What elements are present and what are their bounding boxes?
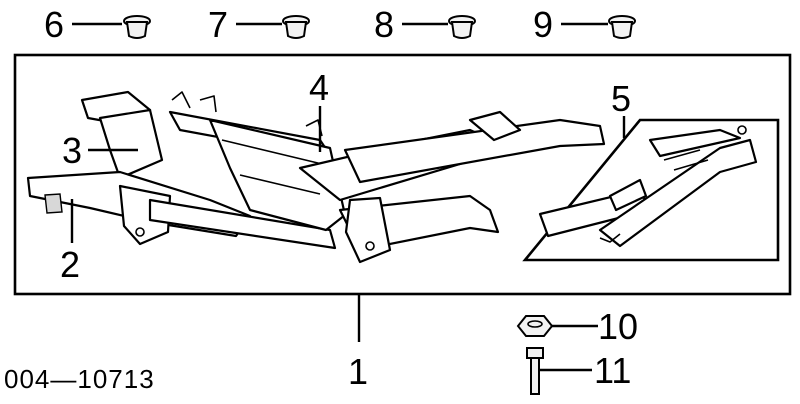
callout-9: 9 bbox=[533, 4, 553, 45]
callout-8: 8 bbox=[374, 4, 394, 45]
bolt-11-icon bbox=[526, 347, 544, 395]
callout-2-group: 2 bbox=[60, 199, 80, 285]
plug-8-icon bbox=[448, 15, 476, 39]
plug-9-icon bbox=[608, 15, 636, 39]
callout-3: 3 bbox=[62, 130, 82, 171]
inset-5-illustration bbox=[538, 125, 758, 248]
inset-5-box bbox=[522, 118, 780, 262]
callout-1-group: 1 bbox=[348, 294, 368, 392]
plug-6-icon bbox=[123, 15, 151, 39]
part-6-group: 6 bbox=[44, 4, 151, 45]
callout-7: 7 bbox=[208, 4, 228, 45]
callout-4: 4 bbox=[309, 67, 329, 108]
part-8-group: 8 bbox=[374, 4, 476, 45]
catalog-number: 004—10713 bbox=[4, 364, 155, 394]
part-10-group: 10 bbox=[516, 306, 638, 347]
part-11-group: 11 bbox=[526, 347, 631, 395]
callout-10: 10 bbox=[598, 306, 638, 347]
frame-assembly-box bbox=[13, 53, 792, 296]
callout-11: 11 bbox=[594, 350, 631, 391]
part-9-group: 9 bbox=[533, 4, 636, 45]
callout-5: 5 bbox=[611, 78, 631, 119]
plug-7-icon bbox=[282, 15, 310, 39]
callout-4-group: 4 bbox=[309, 67, 329, 152]
frame-assembly-illustration bbox=[26, 90, 606, 264]
callout-5-group: 5 bbox=[611, 78, 631, 138]
nut-10-icon bbox=[516, 315, 554, 337]
part-7-group: 7 bbox=[208, 4, 310, 45]
callout-2: 2 bbox=[60, 244, 80, 285]
callout-1: 1 bbox=[348, 351, 368, 392]
callout-3-group: 3 bbox=[62, 130, 138, 171]
callout-6: 6 bbox=[44, 4, 64, 45]
